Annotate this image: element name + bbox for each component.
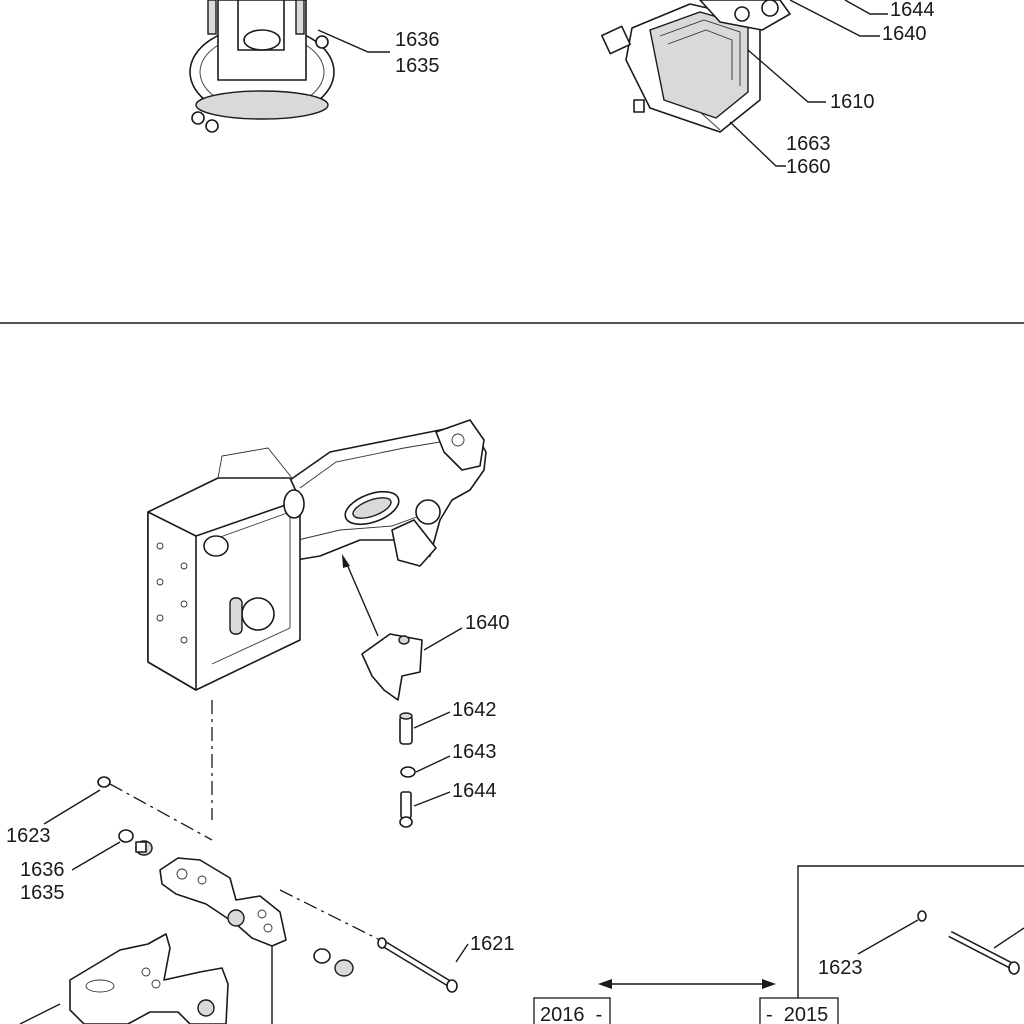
callout-1623: 1623 — [6, 825, 51, 847]
install-arrow — [342, 554, 379, 637]
callout-leaders-top-right — [729, 0, 888, 167]
model-year-from: 2016 - — [540, 1004, 602, 1024]
callout-1623-right: 1623 — [818, 957, 863, 979]
callout-1635-top-left: 1635 — [395, 55, 440, 77]
callout-leaders-main-stack — [413, 627, 463, 807]
part-1644-bolt — [399, 791, 413, 828]
callout-1663-top-right: 1663 — [786, 133, 831, 155]
model-year-range-arrow — [598, 979, 776, 989]
callout-1644-top-right: 1644 — [890, 0, 935, 21]
callout-1621: 1621 — [470, 933, 515, 955]
callout-1642: 1642 — [452, 699, 497, 721]
part-1643-washer — [400, 766, 416, 778]
leader-left-bracket — [19, 1003, 61, 1024]
top-right-hub-assembly — [601, 0, 791, 133]
part-1623-nut-right — [917, 910, 927, 922]
callout-1644: 1644 — [452, 780, 497, 802]
part-1621-long-bolt — [377, 937, 458, 993]
part-1623-nut-left — [97, 776, 111, 788]
callout-1610-top-right: 1610 — [830, 91, 875, 113]
model-year-to: - 2015 — [766, 1004, 828, 1024]
part-bolt-right — [948, 927, 1024, 975]
part-1640-bracket — [361, 633, 423, 701]
assembly-centerlines — [109, 700, 381, 941]
callout-1640-top-right: 1640 — [882, 23, 927, 45]
part-hardware-center — [313, 948, 354, 977]
leader-1623-right — [857, 919, 919, 955]
lower-bracket-frame — [69, 933, 229, 1024]
callout-1635: 1635 — [20, 882, 65, 904]
callout-1640: 1640 — [465, 612, 510, 634]
callout-1660-top-right: 1660 — [786, 156, 831, 178]
inset-frame — [797, 865, 1024, 1024]
suspension-arm-assembly — [147, 419, 487, 691]
callout-leader-top-left — [317, 29, 390, 53]
model-year-box-left — [533, 997, 611, 1024]
callout-1643: 1643 — [452, 741, 497, 763]
callout-leaders-lower-left — [43, 789, 469, 963]
part-1642-bushing — [399, 712, 413, 745]
part-1636-1635-hardware-left — [118, 829, 153, 856]
model-year-box-right — [759, 997, 839, 1024]
lower-bracket-plate — [159, 857, 287, 947]
callout-1636: 1636 — [20, 859, 65, 881]
callout-1636-top-left: 1636 — [395, 29, 440, 51]
top-left-hub-assembly — [189, 0, 335, 133]
